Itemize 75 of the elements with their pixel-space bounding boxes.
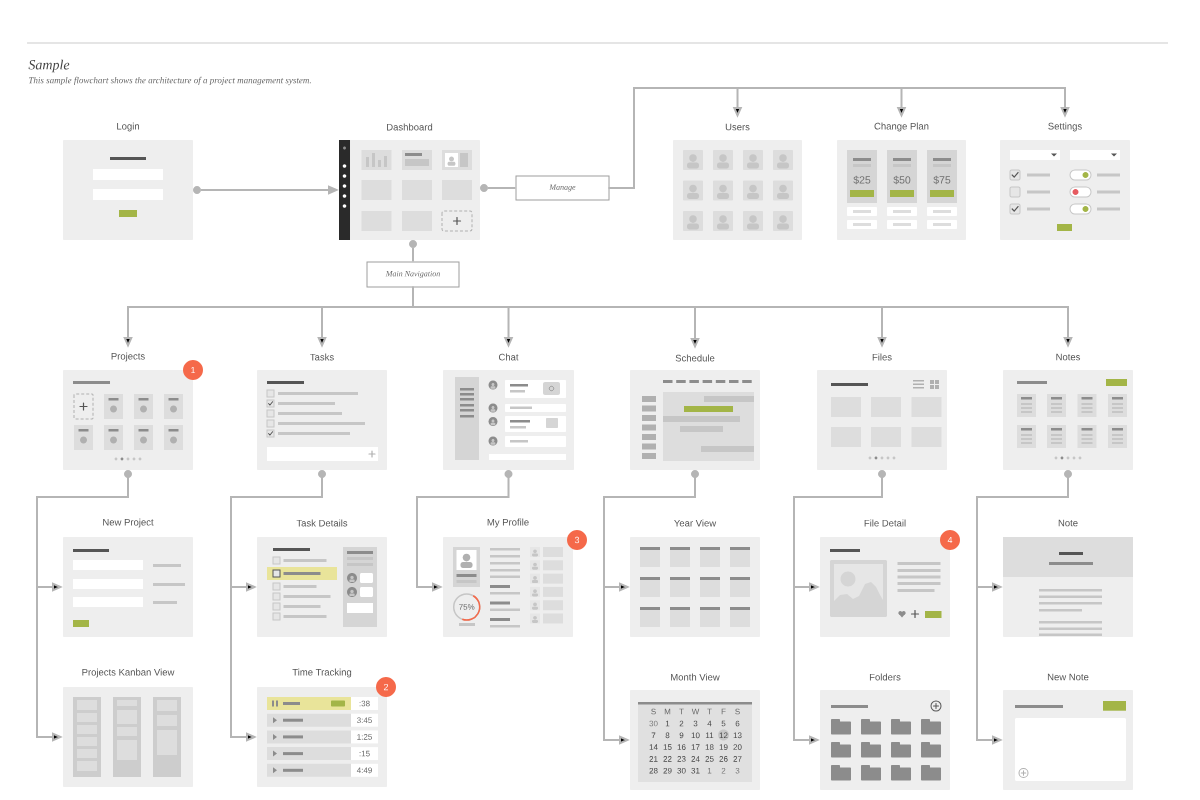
callout-number: 2 bbox=[376, 677, 396, 697]
screen-title: Time Tracking bbox=[292, 668, 352, 678]
calendar-date: 20 bbox=[733, 744, 742, 750]
screen-title: New Note bbox=[1047, 673, 1089, 681]
duration-label: :15 bbox=[359, 750, 370, 757]
calendar-date: 5 bbox=[721, 720, 726, 727]
calendar-date: 12 bbox=[719, 732, 728, 739]
screen-title: Year View bbox=[674, 519, 717, 527]
calendar-date: 14 bbox=[649, 744, 658, 750]
screen-title: Task Details bbox=[296, 519, 348, 527]
duration-label: 4:49 bbox=[356, 767, 372, 774]
title: Sample bbox=[28, 59, 70, 73]
duration-label: :38 bbox=[359, 700, 370, 707]
calendar-date: 30 bbox=[649, 720, 658, 727]
calendar-date: 31 bbox=[691, 767, 700, 774]
calendar-date: 19 bbox=[719, 744, 728, 750]
calendar-date: 7 bbox=[651, 732, 656, 739]
callout-number: 3 bbox=[567, 530, 587, 550]
calendar-date: 29 bbox=[663, 767, 672, 774]
screen-title: Projects Kanban View bbox=[82, 668, 175, 678]
calendar-date: 26 bbox=[719, 756, 728, 762]
calendar-date: 28 bbox=[649, 767, 658, 774]
duration-label: 3:45 bbox=[357, 717, 372, 724]
screen-title: Dashboard bbox=[387, 123, 433, 131]
screen-title: My Profile bbox=[487, 518, 529, 528]
screen-title: Change Plan bbox=[874, 122, 929, 132]
weekday-label: W bbox=[691, 708, 700, 715]
weekday-label: T bbox=[679, 708, 684, 715]
calendar-date: 1 bbox=[665, 720, 670, 727]
screen-title: Notes bbox=[1056, 353, 1081, 361]
calendar-date: 3 bbox=[693, 720, 698, 727]
screen-title: Tasks bbox=[310, 353, 334, 361]
calendar-date: 17 bbox=[691, 744, 700, 750]
screen-title: Files bbox=[872, 353, 892, 361]
calendar-date: 18 bbox=[705, 744, 714, 750]
weekday-label: S bbox=[651, 708, 656, 715]
screen-title: New Project bbox=[103, 518, 154, 528]
screen-title: Folders bbox=[869, 673, 901, 681]
weekday-label: F bbox=[721, 708, 726, 715]
callout-number: 4 bbox=[940, 530, 960, 550]
calendar-date: 30 bbox=[677, 767, 686, 774]
calendar-date: 2 bbox=[679, 720, 684, 727]
callout-number: 1 bbox=[183, 360, 203, 380]
calendar-date: 24 bbox=[691, 756, 700, 762]
calendar-date: 11 bbox=[705, 732, 714, 739]
screen-title: Users bbox=[725, 123, 750, 131]
calendar-date: 9 bbox=[679, 732, 684, 739]
screen-title: Month View bbox=[671, 673, 720, 681]
calendar-date: 6 bbox=[735, 720, 740, 727]
duration-label: 1:25 bbox=[357, 734, 372, 740]
screen-title: Schedule bbox=[675, 354, 715, 362]
calendar-date: 4 bbox=[707, 720, 712, 727]
screen-title: Chat bbox=[498, 353, 519, 361]
screen-title: File Detail bbox=[864, 519, 906, 527]
screen-title: Note bbox=[1058, 519, 1078, 527]
calendar-date: 16 bbox=[677, 744, 686, 750]
weekday-label: S bbox=[735, 708, 740, 715]
calendar-date: 8 bbox=[665, 732, 670, 739]
calendar-date: 13 bbox=[733, 732, 742, 739]
calendar-date: 23 bbox=[677, 756, 686, 762]
weekday-label: M bbox=[664, 708, 671, 715]
screen-title: Settings bbox=[1048, 122, 1082, 132]
calendar-date: 15 bbox=[663, 744, 672, 750]
calendar-date: 10 bbox=[691, 732, 700, 739]
caption: This sample flowchart shows the architecture of a project management system. bbox=[29, 76, 311, 86]
calendar-date: 25 bbox=[705, 756, 714, 762]
screen-title: Login bbox=[117, 122, 139, 132]
calendar-date: 3 bbox=[735, 767, 740, 774]
screen-title: Projects bbox=[111, 352, 145, 362]
calendar-date: 21 bbox=[649, 756, 658, 762]
calendar-date: 2 bbox=[721, 767, 726, 774]
weekday-label: T bbox=[707, 708, 712, 715]
calendar-date: 22 bbox=[663, 756, 672, 762]
calendar-date: 1 bbox=[707, 767, 712, 774]
calendar-date: 27 bbox=[733, 756, 742, 762]
